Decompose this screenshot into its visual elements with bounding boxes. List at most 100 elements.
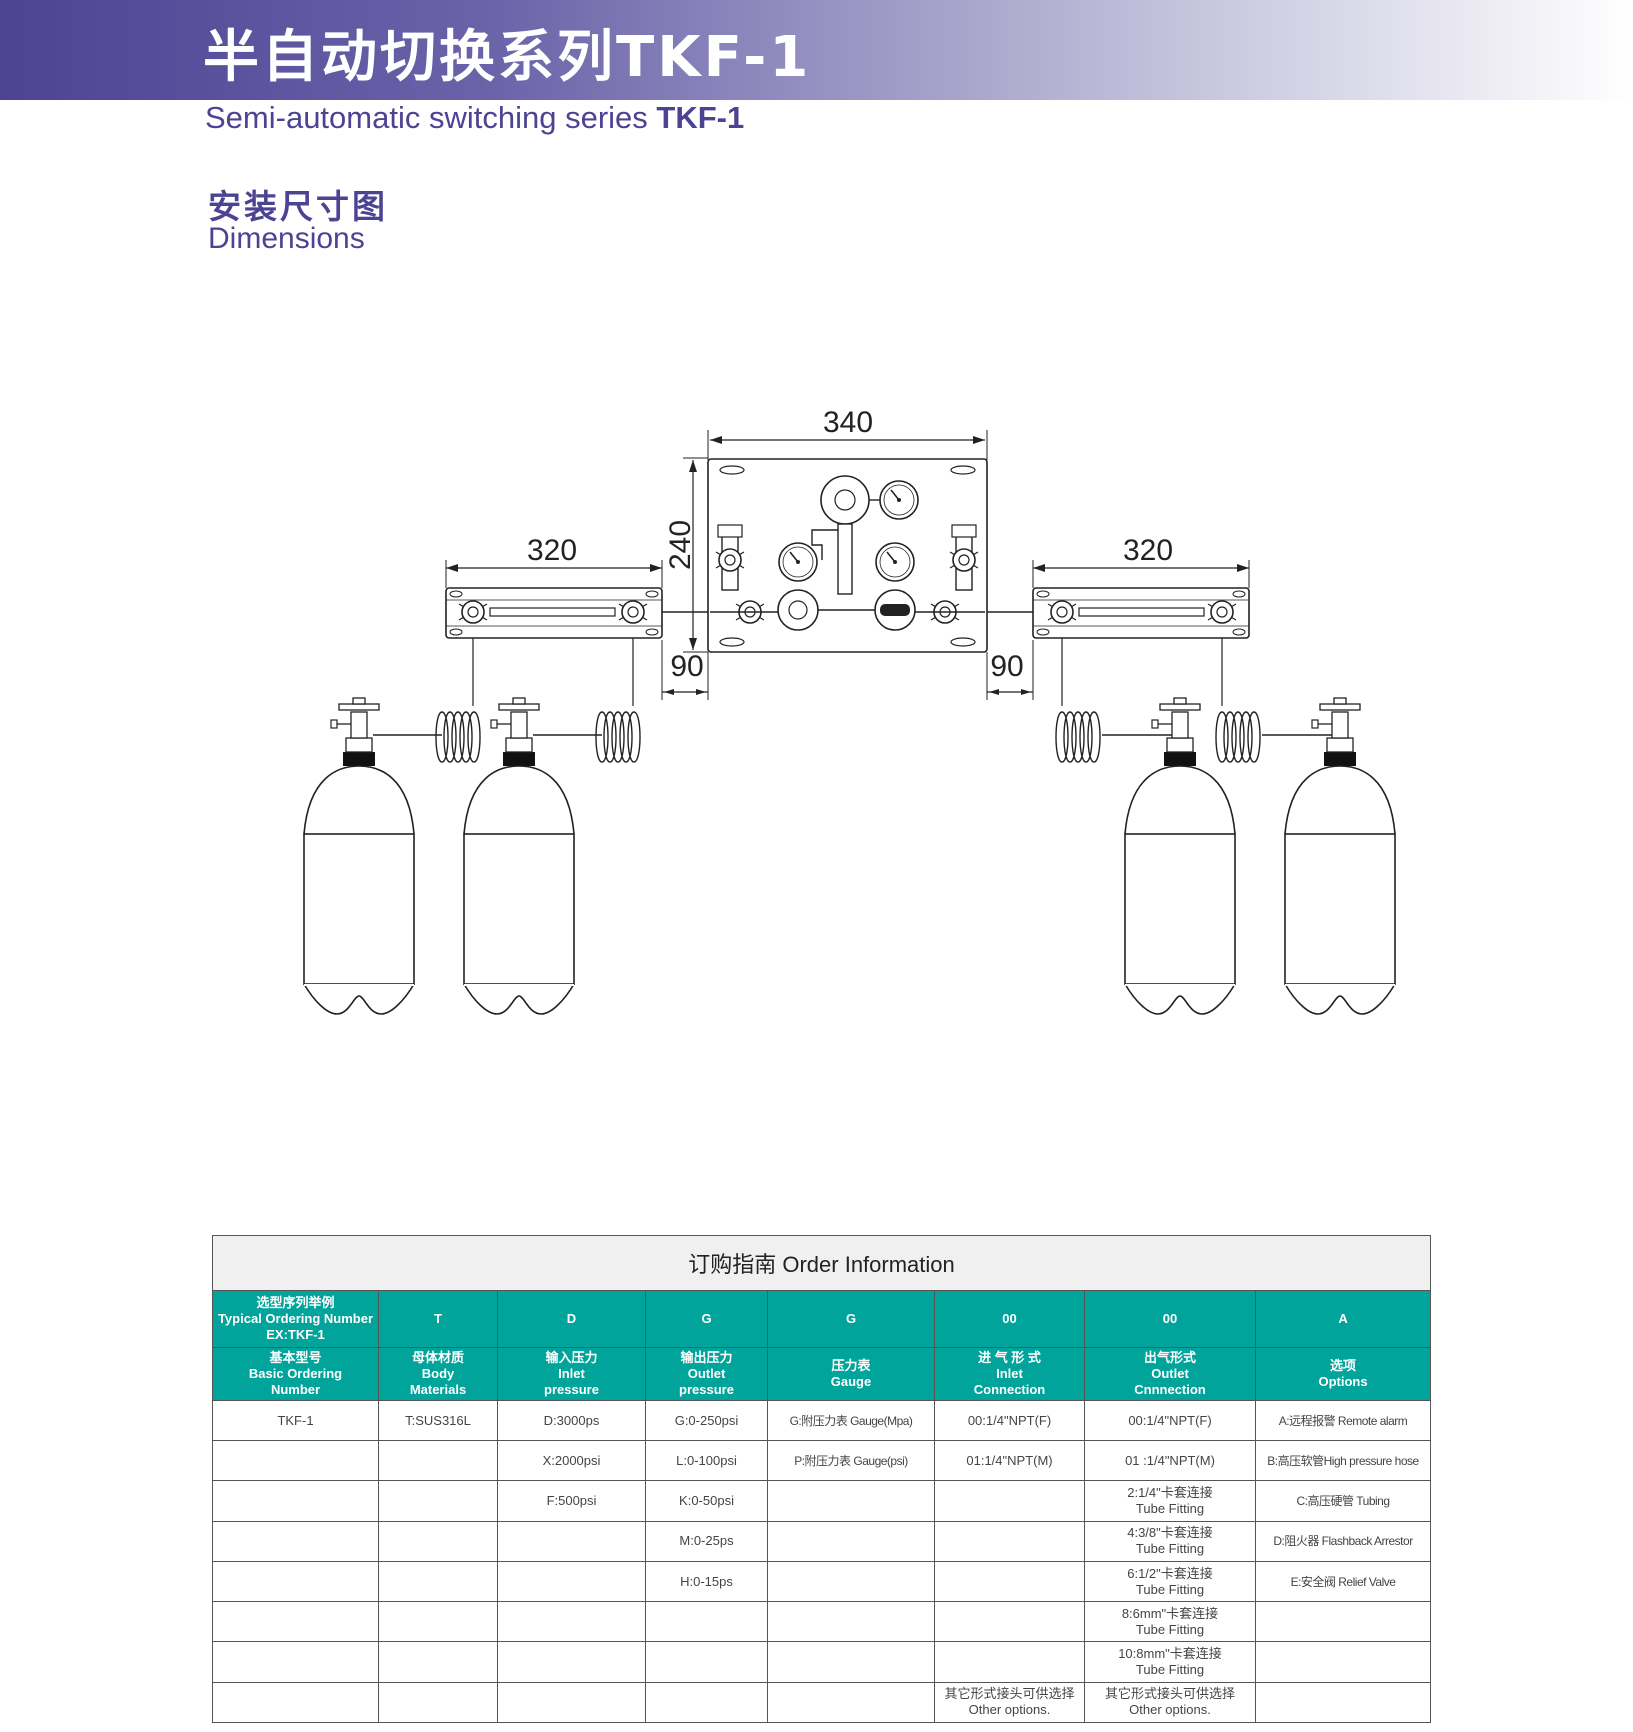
table-cell: 8:6mm"卡套连接 Tube Fitting bbox=[1084, 1601, 1256, 1643]
typical-ordering-label: 选型序列举例 Typical Ordering Number EX:TKF-1 bbox=[212, 1290, 379, 1348]
code-cell: 00 bbox=[934, 1290, 1085, 1348]
table-cell: 01:1/4"NPT(M) bbox=[934, 1440, 1085, 1482]
table-cell bbox=[497, 1560, 646, 1603]
column-header-en1: Basic Ordering bbox=[248, 1365, 343, 1381]
table-cell: 4:3/8"卡套连接 Tube Fitting bbox=[1084, 1520, 1256, 1562]
column-header-en1: Gauge bbox=[830, 1373, 872, 1389]
column-header-en2: Number bbox=[270, 1381, 321, 1397]
typical-ordering-label-en: Typical Ordering Number bbox=[217, 1311, 374, 1326]
code-cell: A bbox=[1254, 1290, 1432, 1348]
order-information-table: 订购指南 Order Information 选型序列举例 Typical Or… bbox=[211, 1234, 1432, 1724]
table-cell bbox=[497, 1681, 646, 1724]
table-cell: K:0-50psi bbox=[645, 1480, 768, 1522]
table-cell bbox=[934, 1480, 1085, 1522]
column-header-cn: 选项 bbox=[1330, 1357, 1357, 1373]
column-header-en2: Connection bbox=[973, 1381, 1046, 1397]
section-title-en: Dimensions bbox=[208, 222, 365, 255]
table-cell: L:0-100psi bbox=[645, 1440, 768, 1482]
table-cell bbox=[378, 1601, 498, 1643]
page-title-en-prefix: Semi-automatic switching series bbox=[205, 100, 657, 135]
table-cell: G:附压力表 Gauge(Mpa) bbox=[767, 1400, 935, 1442]
dim-panel-height: 240 bbox=[664, 520, 697, 570]
table-cell bbox=[645, 1681, 768, 1724]
column-header-cn: 基本型号 bbox=[269, 1349, 322, 1365]
table-cell: TKF-1 bbox=[212, 1400, 379, 1442]
code-cell: G bbox=[767, 1290, 935, 1348]
typical-ordering-row: 选型序列举例 Typical Ordering Number EX:TKF-1 … bbox=[212, 1290, 1432, 1348]
page-title-cn: 半自动切换系列TKF-1 bbox=[203, 25, 812, 90]
table-cell bbox=[767, 1681, 935, 1724]
dimension-drawing: 340 240 320 bbox=[303, 406, 1396, 1015]
table-cell: E:安全阀 Relief Valve bbox=[1254, 1560, 1432, 1603]
table-cell bbox=[1254, 1601, 1432, 1643]
table-cell bbox=[212, 1520, 379, 1562]
table-cell: F:500psi bbox=[497, 1480, 646, 1522]
table-cell: P:附压力表 Gauge(psi) bbox=[767, 1440, 935, 1482]
table-cell bbox=[378, 1520, 498, 1562]
table-cell bbox=[767, 1601, 935, 1643]
column-header-en2: pressure bbox=[679, 1381, 734, 1397]
table-cell: A:远程报警 Remote alarm bbox=[1254, 1400, 1432, 1442]
column-header-en2: Materials bbox=[409, 1381, 467, 1397]
column-header-cn: 出气形式 bbox=[1143, 1349, 1196, 1365]
table-cell bbox=[934, 1560, 1085, 1603]
table-cell bbox=[645, 1601, 768, 1643]
code-cell: T bbox=[378, 1290, 498, 1348]
column-header-en1: Body bbox=[421, 1365, 455, 1381]
table-cell bbox=[212, 1601, 379, 1643]
column-header-en2: Cnnnection bbox=[1134, 1381, 1206, 1397]
code-cell: G bbox=[645, 1290, 768, 1348]
table-cell: M:0-25ps bbox=[645, 1520, 768, 1562]
column-header-en2: pressure bbox=[544, 1381, 599, 1397]
table-cell bbox=[497, 1520, 646, 1562]
table-cell: B:高压软管High pressure hose bbox=[1254, 1440, 1432, 1482]
column-header-en1: Outlet bbox=[1151, 1365, 1189, 1381]
typical-ordering-label-ex: EX:TKF-1 bbox=[266, 1327, 325, 1342]
table-cell: 00:1/4"NPT(F) bbox=[1084, 1400, 1256, 1442]
table-cell bbox=[378, 1681, 498, 1724]
section-title-cn: 安装尺寸图 bbox=[208, 187, 388, 226]
table-cell: 6:1/2"卡套连接 Tube Fitting bbox=[1084, 1560, 1256, 1603]
table-cell bbox=[497, 1641, 646, 1683]
table-cell bbox=[767, 1641, 935, 1683]
table-cell: 其它形式接头可供选择 Other options. bbox=[1084, 1681, 1256, 1724]
table-cell bbox=[767, 1520, 935, 1562]
table-cell bbox=[1254, 1681, 1432, 1724]
table-cell: D:阻火器 Flashback Arrestor bbox=[1254, 1520, 1432, 1562]
table-cell: 2:1/4"卡套连接 Tube Fitting bbox=[1084, 1480, 1256, 1522]
table-cell bbox=[378, 1480, 498, 1522]
table-cell bbox=[212, 1480, 379, 1522]
typical-ordering-label-cn: 选型序列举例 bbox=[256, 1295, 335, 1310]
table-cell bbox=[378, 1560, 498, 1603]
table-cell bbox=[212, 1560, 379, 1603]
table-cell: C:高压硬管 Tubing bbox=[1254, 1480, 1432, 1522]
table-cell: G:0-250psi bbox=[645, 1400, 768, 1442]
table-row: 其它形式接头可供选择 Other options.其它形式接头可供选择 Othe… bbox=[212, 1681, 1432, 1724]
table-cell: D:3000ps bbox=[497, 1400, 646, 1442]
dim-top-width: 340 bbox=[823, 406, 873, 439]
order-table-title: 订购指南 Order Information bbox=[211, 1234, 1432, 1292]
table-cell: X:2000psi bbox=[497, 1440, 646, 1482]
dim-left-gap: 90 bbox=[670, 650, 703, 683]
table-cell bbox=[1254, 1641, 1432, 1683]
column-header-en1: Inlet bbox=[996, 1365, 1023, 1381]
column-header-en1: Options bbox=[1318, 1373, 1368, 1389]
table-cell: 其它形式接头可供选择 Other options. bbox=[934, 1681, 1085, 1724]
table-cell bbox=[212, 1681, 379, 1724]
table-cell bbox=[378, 1641, 498, 1683]
table-cell bbox=[378, 1440, 498, 1482]
dim-right-gap: 90 bbox=[990, 650, 1023, 683]
table-row: 10:8mm"卡套连接 Tube Fitting bbox=[212, 1641, 1432, 1683]
table-cell bbox=[645, 1641, 768, 1683]
table-cell: 00:1/4"NPT(F) bbox=[934, 1400, 1085, 1442]
table-cell: 10:8mm"卡套连接 Tube Fitting bbox=[1084, 1641, 1256, 1683]
